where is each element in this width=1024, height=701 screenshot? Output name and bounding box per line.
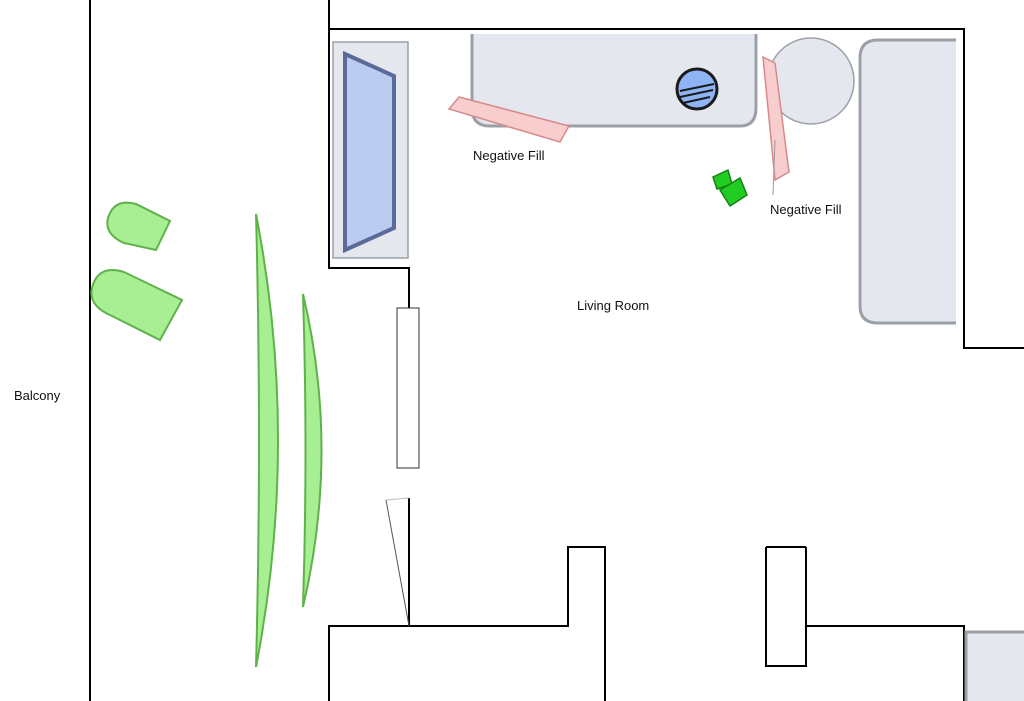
door-swing-hint: [385, 497, 410, 501]
lamp-icon: [675, 67, 719, 111]
label-balcony: Balcony: [14, 388, 61, 403]
sliding-door-panel: [396, 307, 420, 469]
diffusion-panel-large: [255, 213, 279, 668]
balcony-lights: [90, 201, 323, 668]
light-head-small: [106, 201, 172, 252]
window-pane: [343, 50, 396, 254]
balcony-door: [385, 307, 420, 627]
door-swing-line: [385, 499, 410, 627]
negative-fill-flag-left: [447, 96, 571, 143]
closet-outline-wall: [328, 29, 410, 308]
bottom-left-wall: [328, 546, 606, 701]
label-negative-fill-right: Negative Fill: [770, 202, 842, 217]
diffusion-panel-small: [302, 293, 323, 608]
living-room-top-left-wall: [328, 0, 1024, 349]
negative-fill-flag-right-stand: [772, 139, 776, 196]
bottom-right-wall: [765, 547, 965, 701]
label-negative-fill-left: Negative Fill: [473, 148, 545, 163]
camera-icon: [712, 168, 748, 208]
right-sofa: [858, 38, 956, 325]
light-head-large: [90, 269, 184, 342]
window-unit: [332, 41, 409, 259]
bottom-right-furniture: [964, 630, 1024, 701]
label-living-room: Living Room: [577, 298, 649, 313]
walls: [89, 0, 1024, 701]
negative-fill-flag-right: [762, 55, 790, 182]
